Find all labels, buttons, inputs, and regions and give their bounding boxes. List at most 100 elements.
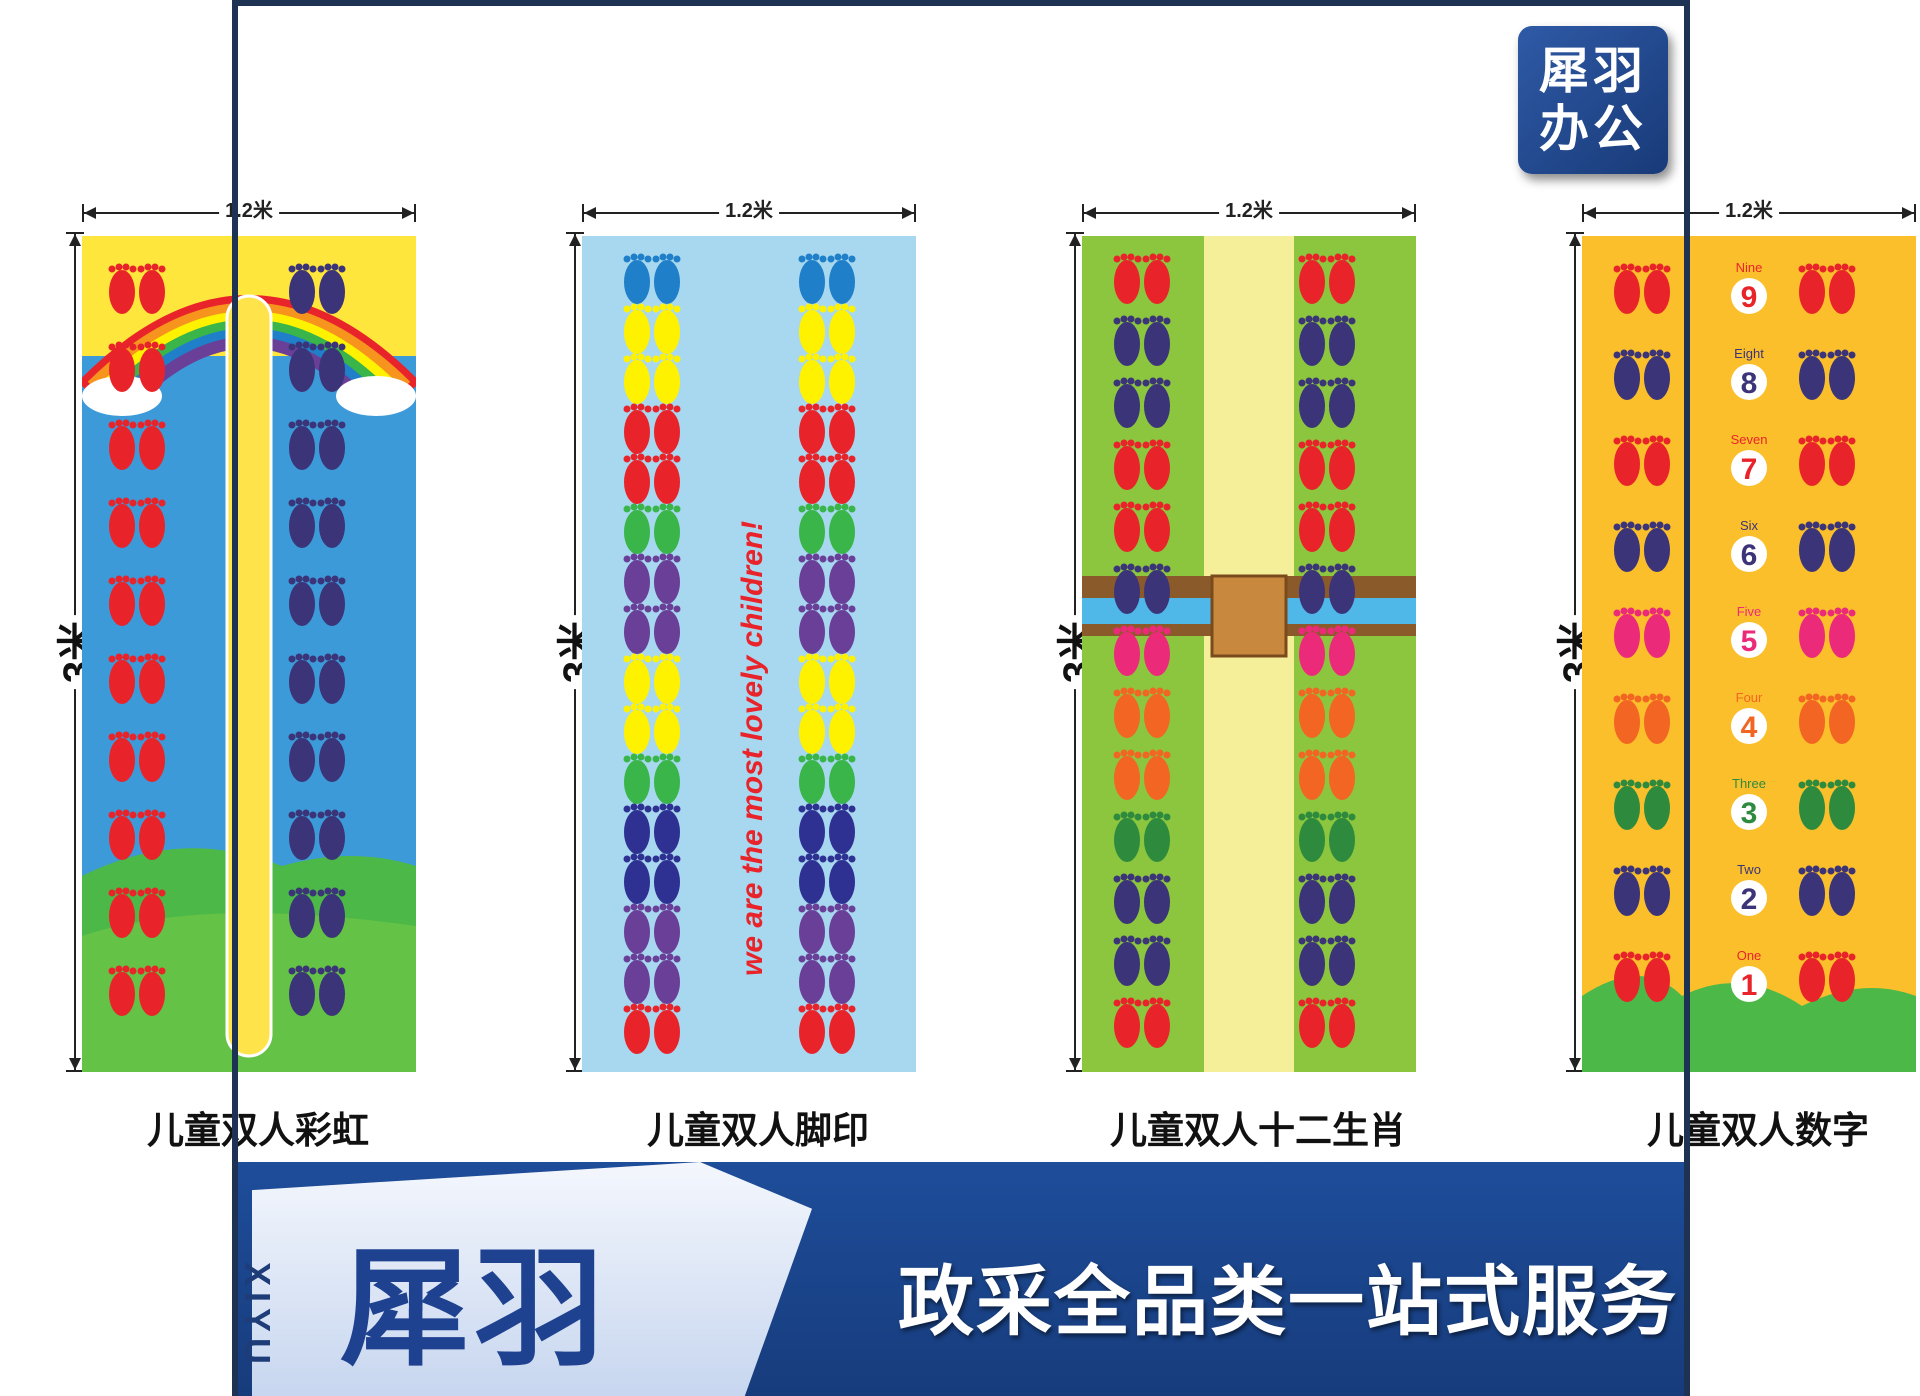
footprint-toe bbox=[834, 653, 842, 661]
footprint-mark bbox=[1144, 694, 1170, 738]
footprint-toe bbox=[848, 855, 856, 863]
footprint-toe bbox=[1348, 441, 1356, 449]
footprint-toe bbox=[1649, 435, 1657, 443]
footprint-mark bbox=[1829, 700, 1855, 744]
footprint-toe bbox=[1312, 687, 1320, 695]
footprint-toe bbox=[1113, 875, 1121, 883]
footprint-toe bbox=[115, 731, 123, 739]
footprint-toe bbox=[805, 903, 813, 911]
footprint-toe bbox=[1341, 563, 1349, 571]
footprint-toe bbox=[1642, 781, 1650, 789]
footprint-toe bbox=[1334, 997, 1342, 1005]
footprint-toe bbox=[659, 953, 667, 961]
footprint-toe bbox=[1663, 437, 1671, 445]
footprint-toe bbox=[841, 653, 849, 661]
footprint-mark bbox=[1114, 260, 1140, 304]
footprint-toe bbox=[812, 303, 820, 311]
corner-logo-line1: 犀羽 bbox=[1539, 41, 1647, 100]
footprint-toe bbox=[644, 455, 652, 463]
footprint-toe bbox=[1156, 439, 1164, 447]
footprint-toe bbox=[1134, 751, 1142, 759]
footprint-toe bbox=[309, 811, 317, 819]
footprint-toe bbox=[115, 575, 123, 583]
footprint-toe bbox=[637, 753, 645, 761]
footprint-mark bbox=[1614, 786, 1640, 830]
footprint-toe bbox=[1298, 255, 1306, 263]
footprint-toe bbox=[1334, 563, 1342, 571]
footprint-toe bbox=[1305, 563, 1313, 571]
footprint-toe bbox=[1298, 317, 1306, 325]
footprint-mark bbox=[139, 426, 165, 470]
footprint-toe bbox=[1798, 523, 1806, 531]
number-word: Five bbox=[1737, 604, 1762, 619]
footprint-toe bbox=[151, 653, 159, 661]
footprint-toe bbox=[1848, 351, 1856, 359]
number-digit: 5 bbox=[1741, 625, 1758, 658]
footprint-toe bbox=[302, 263, 310, 271]
footprint-mark bbox=[1299, 694, 1325, 738]
footprint-toe bbox=[673, 405, 681, 413]
footprint-mark bbox=[829, 410, 855, 454]
footprint-toe bbox=[666, 253, 674, 261]
footprint-toe bbox=[630, 753, 638, 761]
footprint-mark bbox=[1144, 384, 1170, 428]
footprint-mark bbox=[1644, 872, 1670, 916]
footprint-toe bbox=[1134, 255, 1142, 263]
footprint-toe bbox=[122, 419, 130, 427]
footprint-toe bbox=[1805, 607, 1813, 615]
footprint-toe bbox=[1163, 689, 1171, 697]
footprint-toe bbox=[1805, 349, 1813, 357]
footprint-mark bbox=[654, 510, 680, 554]
footprint-toe bbox=[798, 355, 806, 363]
footprint-toe bbox=[1613, 953, 1621, 961]
footprint-toe bbox=[834, 553, 842, 561]
footprint-mark bbox=[319, 582, 345, 626]
footprint-toe bbox=[158, 421, 166, 429]
footprint-toe bbox=[1805, 435, 1813, 443]
footprint-toe bbox=[798, 955, 806, 963]
footprint-toe bbox=[295, 419, 303, 427]
footprint-toe bbox=[623, 455, 631, 463]
footprint-toe bbox=[812, 953, 820, 961]
footprint-toe bbox=[673, 705, 681, 713]
width-dimension: 1.2米 bbox=[1582, 194, 1916, 223]
footprint-toe bbox=[1827, 523, 1835, 531]
footprint-toe bbox=[827, 255, 835, 263]
number-word: One bbox=[1737, 948, 1762, 963]
panel-caption: 儿童双人数字 bbox=[1647, 1109, 1869, 1152]
footprint-toe bbox=[1149, 315, 1157, 323]
footprint-toe bbox=[666, 503, 674, 511]
footprint-toe bbox=[1812, 435, 1820, 443]
footprint-toe bbox=[1142, 751, 1150, 759]
footprint-toe bbox=[309, 655, 317, 663]
footprint-toe bbox=[1649, 865, 1657, 873]
footprint-toe bbox=[1134, 379, 1142, 387]
footprint-toe bbox=[644, 955, 652, 963]
footprint-toe bbox=[1163, 503, 1171, 511]
footprint-toe bbox=[1348, 937, 1356, 945]
footprint-toe bbox=[1127, 997, 1135, 1005]
footprint-toe bbox=[1642, 695, 1650, 703]
footprint-toe bbox=[812, 703, 820, 711]
footprint-toe bbox=[151, 731, 159, 739]
footprint-toe bbox=[129, 655, 137, 663]
footprint-mark bbox=[654, 860, 680, 904]
footprint-toe bbox=[630, 953, 638, 961]
footprint-mark bbox=[319, 972, 345, 1016]
footprint-toe bbox=[1312, 501, 1320, 509]
footprint-toe bbox=[1341, 377, 1349, 385]
footprint-toe bbox=[1348, 379, 1356, 387]
footprint-toe bbox=[1312, 563, 1320, 571]
footprint-toe bbox=[1348, 751, 1356, 759]
footprint-toe bbox=[1312, 439, 1320, 447]
footprint-toe bbox=[129, 421, 137, 429]
footprint-mark bbox=[1614, 356, 1640, 400]
footprint-mark bbox=[654, 310, 680, 354]
footprint-mark bbox=[829, 910, 855, 954]
footprint-mark bbox=[1329, 570, 1355, 614]
footprint-mark bbox=[139, 270, 165, 314]
footprint-toe bbox=[637, 603, 645, 611]
footprint-toe bbox=[630, 403, 638, 411]
mat-numbers-art: Nine9Eight8Seven7Six6Five5Four4Three3Two… bbox=[1582, 236, 1916, 1072]
footprint-mark bbox=[829, 860, 855, 904]
